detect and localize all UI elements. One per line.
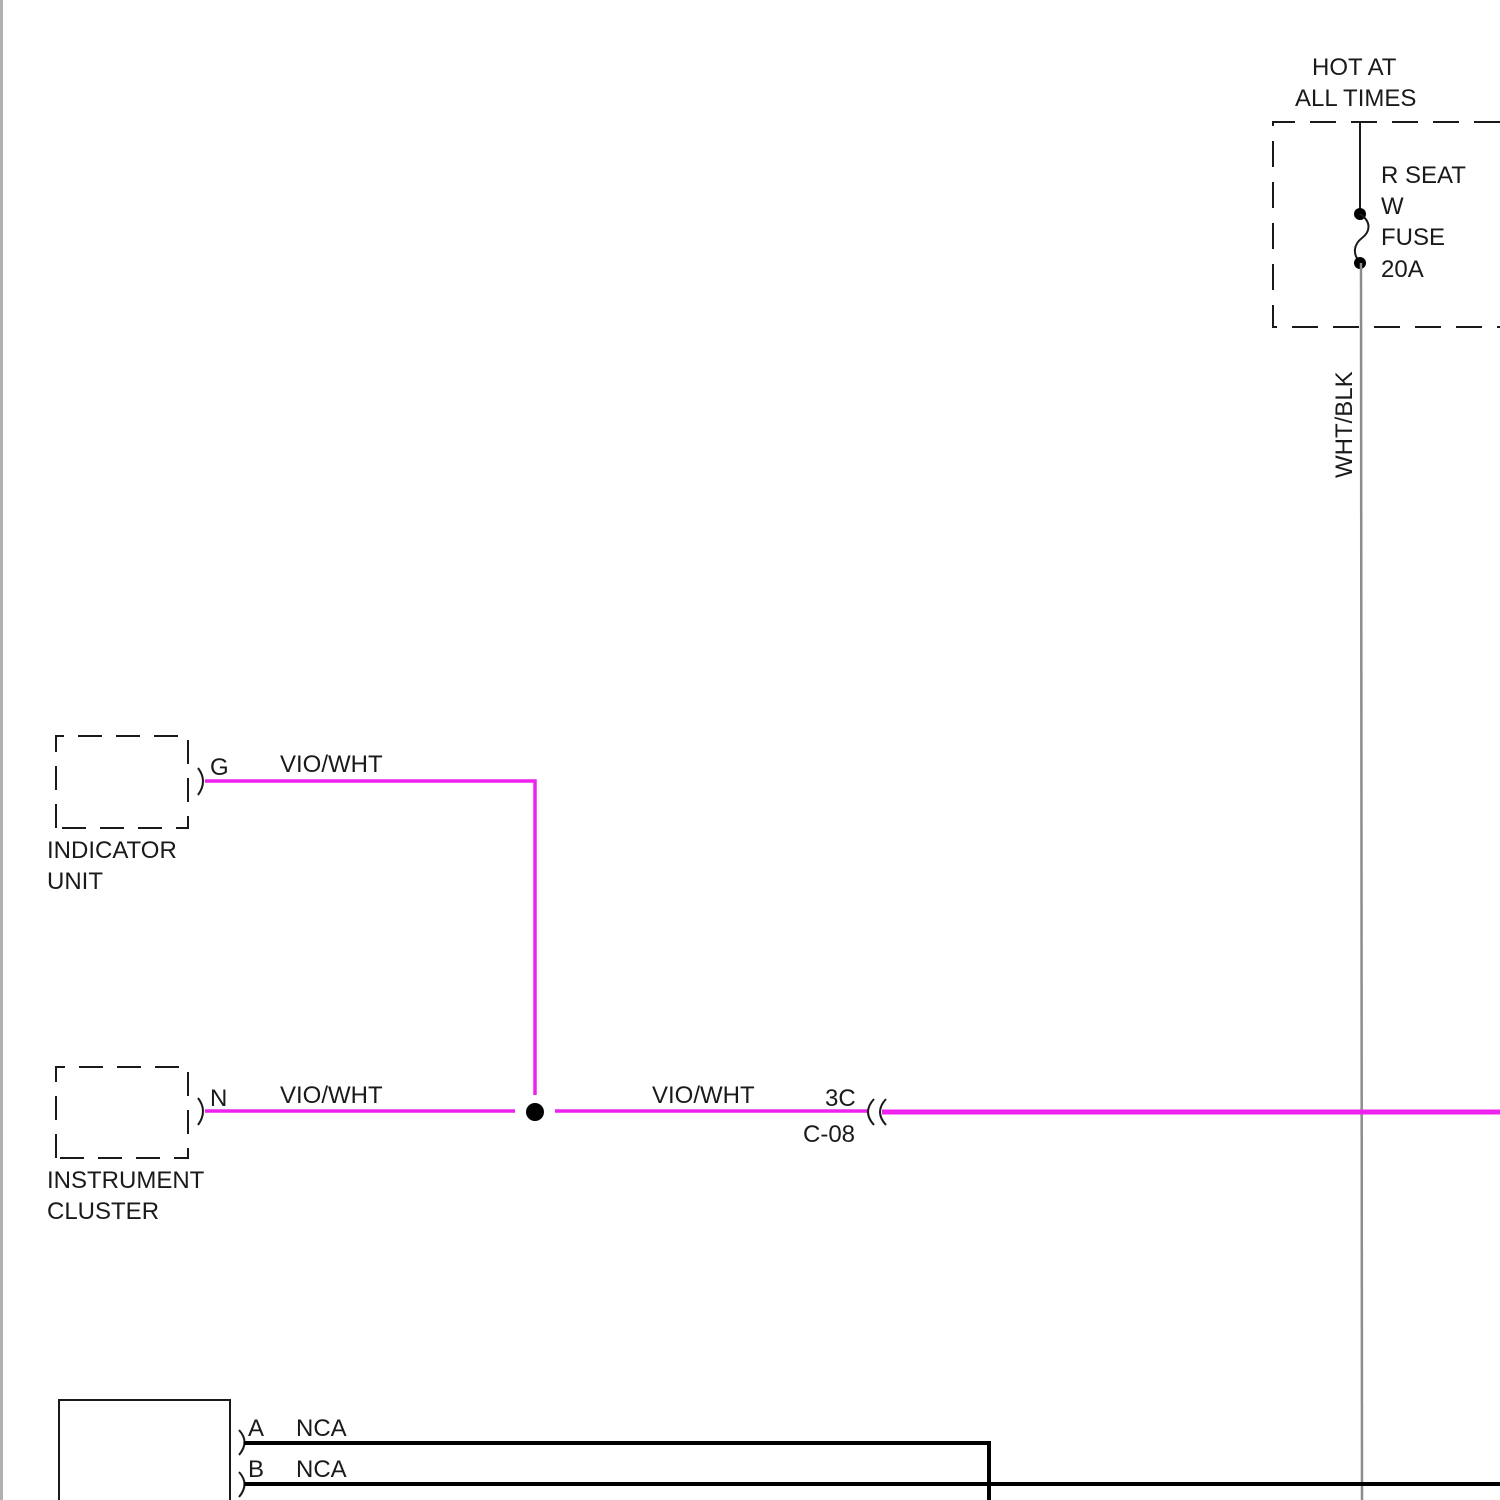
indicator-unit-pin: G xyxy=(210,754,229,781)
connector-c08: 3C C-08 xyxy=(803,1085,886,1148)
pin-b-connector-icon xyxy=(239,1472,245,1497)
indicator-vio-wht-wire[interactable] xyxy=(205,781,535,1095)
pin-a-nca-label: NCA xyxy=(296,1415,347,1442)
pin-a-label: A xyxy=(248,1415,264,1442)
hot-at-all-times-label-1: HOT AT xyxy=(1312,54,1397,81)
instrument-cluster-outline xyxy=(56,1067,188,1158)
instrument-cluster-connector-icon xyxy=(198,1098,203,1125)
indicator-unit-outline xyxy=(56,736,188,828)
connector-c08-pin: 3C xyxy=(825,1085,856,1112)
fuse-block: HOT AT ALL TIMES R SEAT W FUSE 20A xyxy=(1273,54,1500,327)
indicator-unit-name-1: INDICATOR xyxy=(47,837,177,864)
hot-at-all-times-label-2: ALL TIMES xyxy=(1295,85,1416,112)
instrument-cluster-pin: N xyxy=(210,1085,227,1112)
instrument-cluster-name-2: CLUSTER xyxy=(47,1198,159,1225)
pin-a-connector-icon xyxy=(239,1430,245,1455)
fuse-icon xyxy=(1355,214,1369,262)
connector-c08-id: C-08 xyxy=(803,1121,855,1148)
wht-blk-wire-label: WHT/BLK xyxy=(1331,371,1358,478)
pin-b-label: B xyxy=(248,1456,264,1483)
instrument-cluster-name-1: INSTRUMENT xyxy=(47,1167,205,1194)
cluster-wire-label: VIO/WHT xyxy=(280,1082,383,1109)
indicator-unit-connector-icon xyxy=(198,768,203,795)
fuse-label-3: FUSE xyxy=(1381,224,1445,251)
connector-c08-icon-left xyxy=(868,1099,874,1125)
instrument-cluster: N INSTRUMENT CLUSTER xyxy=(47,1067,227,1225)
fuse-label-4: 20A xyxy=(1381,256,1424,283)
wht-blk-wire[interactable] xyxy=(1361,263,1362,1500)
fuse-label-1: R SEAT xyxy=(1381,162,1466,189)
indicator-unit: G INDICATOR UNIT xyxy=(47,736,229,895)
indicator-unit-name-2: UNIT xyxy=(47,868,103,895)
bottom-module-outline xyxy=(59,1400,230,1500)
pin-b-nca-label: NCA xyxy=(296,1456,347,1483)
indicator-wire-label: VIO/WHT xyxy=(280,751,383,778)
fuse-label-2: W xyxy=(1381,193,1404,220)
splice-dot xyxy=(526,1103,544,1121)
trunk-wire-label: VIO/WHT xyxy=(652,1082,755,1109)
pin-a-black-wire[interactable] xyxy=(244,1443,989,1500)
